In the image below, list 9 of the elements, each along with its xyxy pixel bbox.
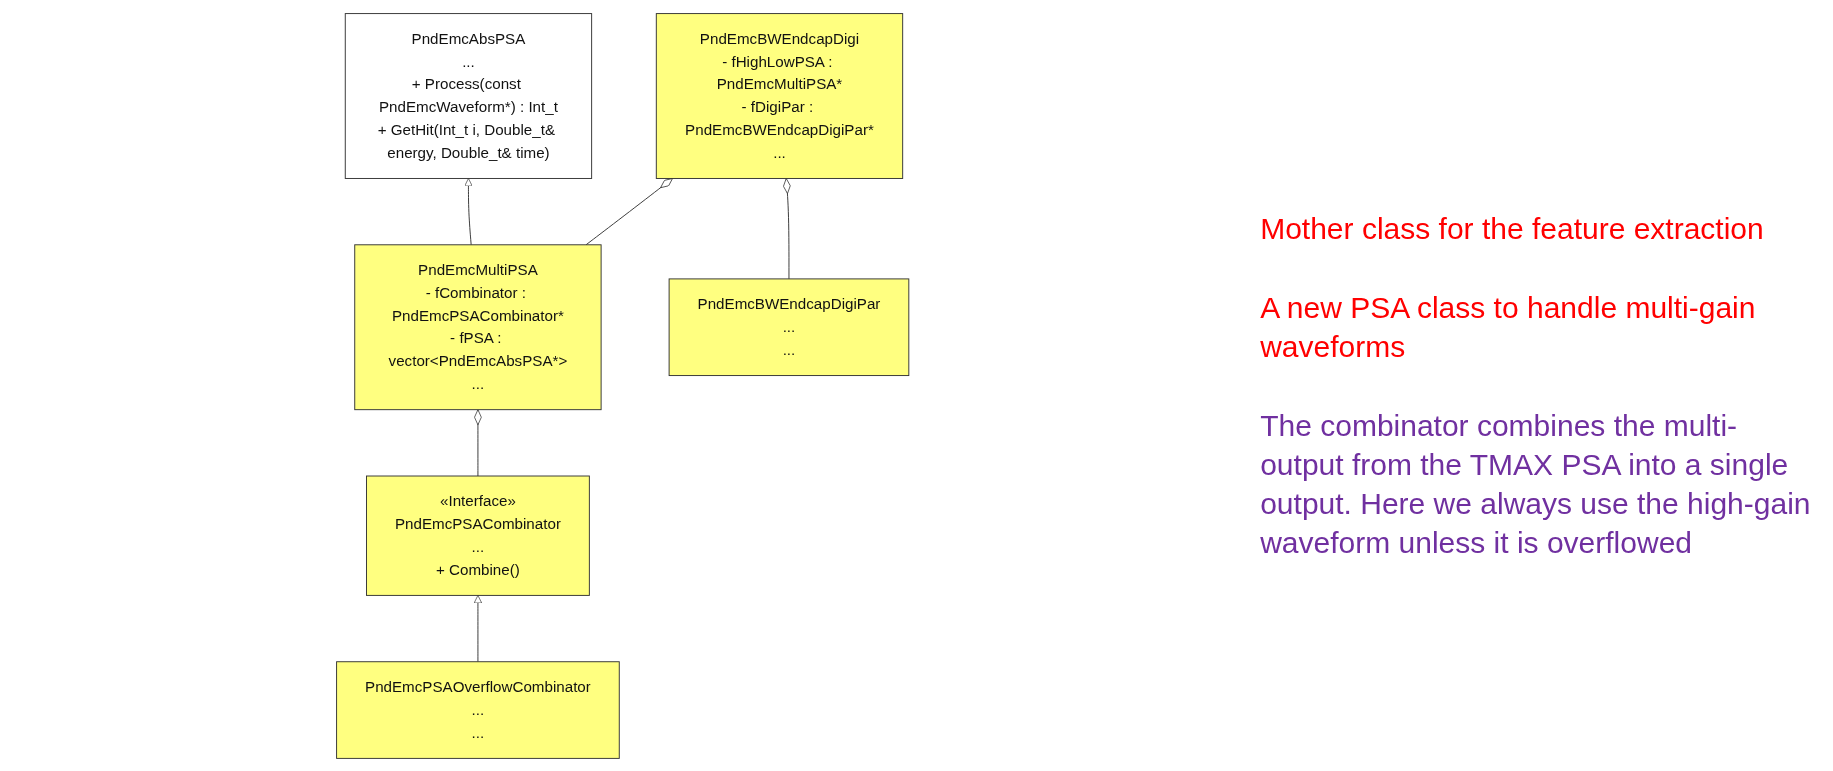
annotation-note: The combinator combines the multi-output from the TMAX PSA into a single output. Here we always use the high-gain waveform unless it is overflowed: [1260, 408, 1812, 561]
node-box: PndEmcAbsPSA ... + Process(const PndEmcWaveform*) : Int_t + GetHit(Int_t i, Double_t& energy, Double_t& time): [344, 12, 592, 179]
node-box: PndEmcMultiPSA - fCombinator : PndEmcPSACombinator* - fPSA : vector<PndEmcAbsPSA*> ...: [354, 243, 602, 410]
node-box: PndEmcBWEndcapDigiPar ... ...: [668, 277, 910, 376]
node-box: PndEmcPSAOverflowCombinator ... ...: [336, 660, 620, 759]
annotation-note: A new PSA class to handle multi-gain waveforms: [1260, 290, 1757, 365]
node-box: PndEmcBWEndcapDigi - fHighLowPSA : PndEmcMultiPSA* - fDigiPar : PndEmcBWEndcapDigiPar* ...: [655, 12, 904, 179]
node-box: «Interface» PndEmcPSACombinator ... + Combine(): [365, 475, 590, 596]
annotation-note: Mother class for the feature extraction: [1260, 211, 1765, 247]
